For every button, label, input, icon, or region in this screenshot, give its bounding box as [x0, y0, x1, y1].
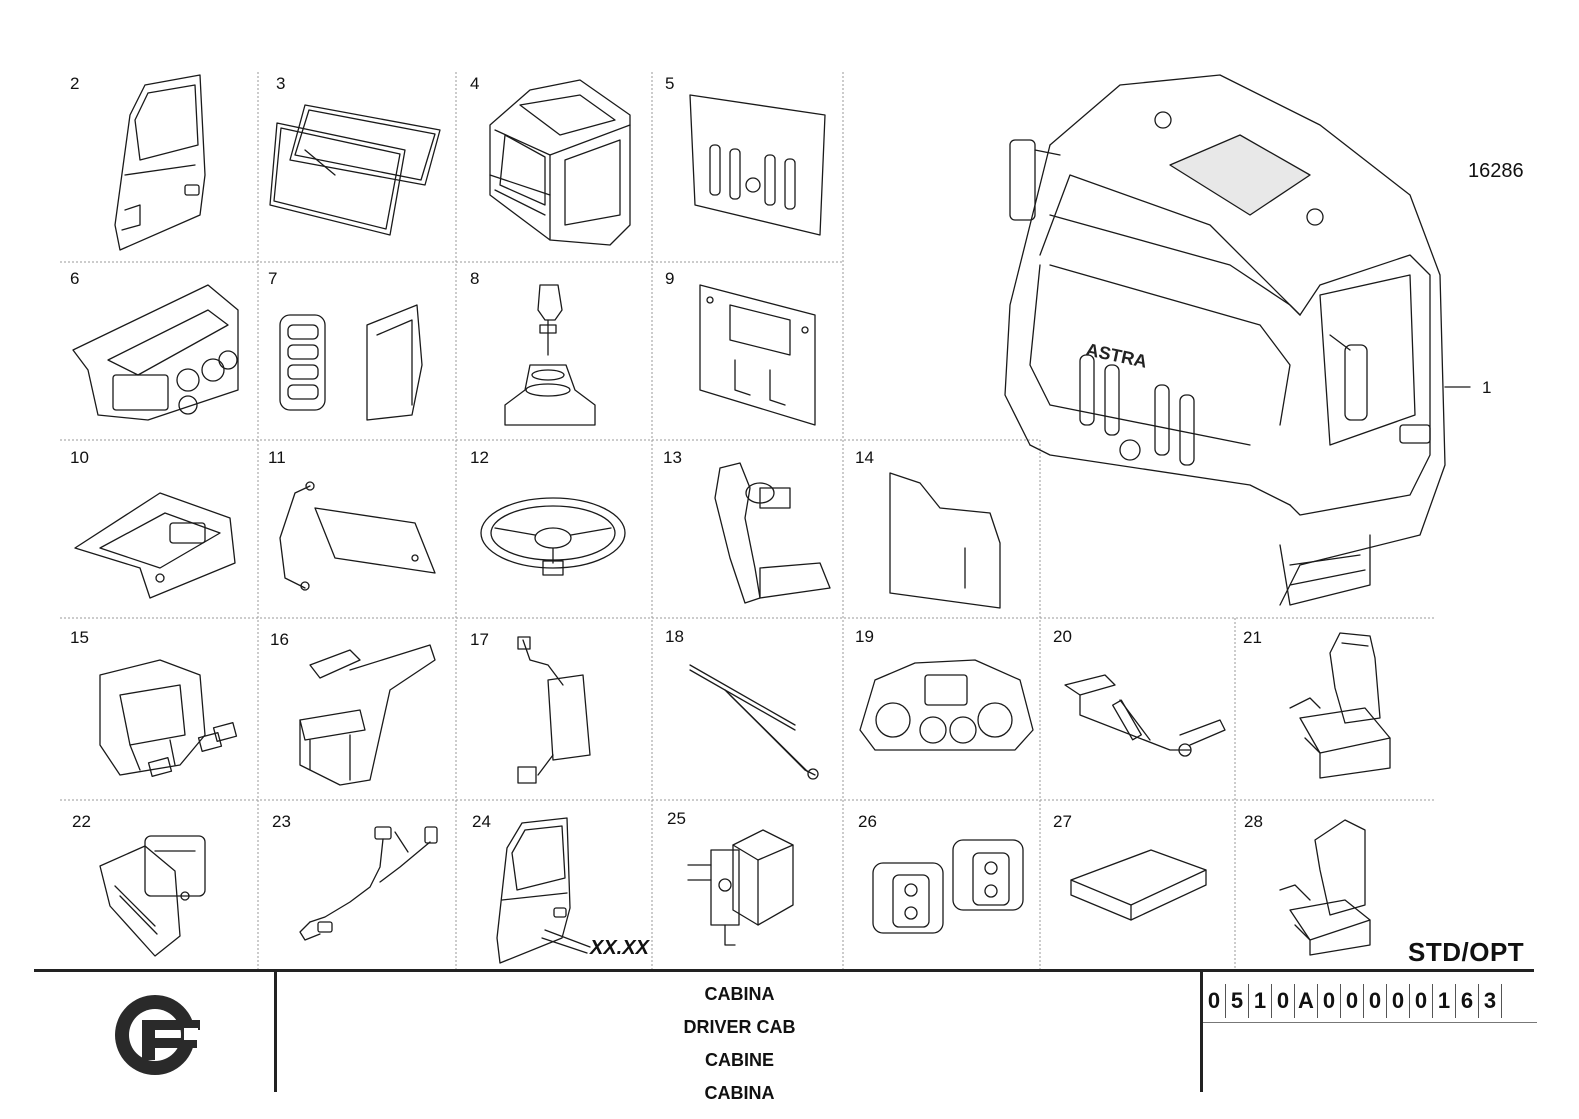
code-char: 0	[1364, 984, 1387, 1018]
driver-seat-illustration	[1289, 632, 1391, 779]
item-number-25: 25	[667, 809, 686, 828]
reference-number: 16286	[1468, 160, 1524, 182]
callout-mark: XX.XX	[590, 937, 649, 959]
code-char: 6	[1456, 984, 1479, 1018]
step-frame-illustration	[299, 644, 436, 786]
rear-view-mirror-illustration	[517, 636, 591, 784]
title-line-1: CABINA	[704, 984, 775, 1004]
item-number-21: 21	[1243, 628, 1262, 647]
heater-unit-illustration	[99, 835, 206, 957]
wiper-arm-illustration	[689, 664, 819, 780]
code-underline	[1203, 1022, 1537, 1023]
item-number-10: 10	[70, 448, 89, 467]
item-number-4: 4	[470, 74, 480, 93]
code-char: 0	[1341, 984, 1364, 1018]
item-number-5: 5	[665, 74, 675, 93]
title-line-2: DRIVER CAB	[683, 1017, 796, 1037]
steering-wheel-illustration	[480, 497, 626, 576]
item-number-2: 2	[70, 74, 80, 93]
gear-lever-illustration	[504, 284, 596, 426]
drawing-code: 0 5 1 0 A 0 0 0 0 0 1 6 3	[1203, 984, 1502, 1018]
item-number-28: 28	[1244, 812, 1263, 831]
rear-panel-illustration	[699, 284, 816, 426]
pedal-illustration	[714, 462, 831, 604]
windscreen-glass-illustration	[269, 104, 441, 236]
title-line-3: CABINE	[704, 1050, 774, 1070]
door-optional-illustration	[496, 817, 588, 964]
dashboard-illustration	[72, 284, 239, 421]
code-char: 3	[1479, 984, 1502, 1018]
switches-illustration	[872, 839, 1024, 934]
callout-leader	[544, 929, 591, 948]
code-char: A	[1295, 984, 1318, 1018]
code-char: 0	[1203, 984, 1226, 1018]
item-number-1: 1	[1482, 378, 1492, 397]
item-number-9: 9	[665, 269, 675, 288]
cab-assembly-illustration: ASTRA	[1004, 74, 1471, 606]
code-char: 0	[1410, 984, 1433, 1018]
item-number-11: 11	[268, 448, 286, 467]
instrument-cluster-illustration	[859, 659, 1034, 751]
code-char: 0	[1272, 984, 1295, 1018]
vent-and-panel-illustration	[279, 304, 423, 421]
floor-panel-illustration	[74, 492, 236, 599]
logo-box	[34, 972, 277, 1092]
std-opt-label: STD/OPT	[1408, 937, 1525, 967]
company-logo-icon	[115, 995, 200, 1075]
title-block: CABINA DRIVER CAB CABINE CABINA 0 5 1 0 …	[34, 969, 1537, 1119]
item-number-12: 12	[470, 448, 489, 467]
valve-block-illustration	[687, 829, 794, 946]
door-illustration	[114, 74, 206, 251]
drawing-code-box: 0 5 1 0 A 0 0 0 0 0 1 6 3	[1200, 972, 1537, 1092]
item-number-22: 22	[72, 812, 91, 831]
item-number-26: 26	[858, 812, 877, 831]
handle-and-plate-illustration	[279, 481, 436, 591]
item-number-13: 13	[663, 448, 682, 467]
item-number-24: 24	[472, 812, 491, 831]
item-number-16: 16	[270, 630, 289, 649]
code-char: 0	[1318, 984, 1341, 1018]
item-number-23: 23	[272, 812, 291, 831]
item-number-15: 15	[70, 628, 89, 647]
item-number-6: 6	[70, 269, 80, 288]
cover-plate-illustration	[1070, 849, 1207, 921]
front-grille-illustration	[689, 94, 826, 236]
title-line-4: CABINA	[704, 1083, 775, 1103]
item-number-7: 7	[268, 269, 278, 288]
item-number-14: 14	[855, 448, 874, 467]
code-char: 1	[1433, 984, 1456, 1018]
item-number-18: 18	[665, 627, 684, 646]
title-lines: CABINA DRIVER CAB CABINE CABINA	[277, 978, 1202, 1110]
pedal-box-illustration	[99, 659, 238, 777]
passenger-seat-illustration	[1279, 819, 1371, 956]
cab-frame-illustration	[489, 79, 631, 246]
code-char: 5	[1226, 984, 1249, 1018]
item-number-20: 20	[1053, 627, 1072, 646]
wiring-harness-illustration	[299, 826, 438, 941]
item-number-3: 3	[276, 74, 286, 93]
item-number-27: 27	[1053, 812, 1072, 831]
side-panel-illustration	[889, 472, 1001, 609]
item-number-19: 19	[855, 627, 874, 646]
item-number-8: 8	[470, 269, 480, 288]
code-char: 1	[1249, 984, 1272, 1018]
cab-tilt-mechanism-illustration	[1064, 674, 1226, 757]
code-char: 0	[1387, 984, 1410, 1018]
item-number-17: 17	[470, 630, 489, 649]
